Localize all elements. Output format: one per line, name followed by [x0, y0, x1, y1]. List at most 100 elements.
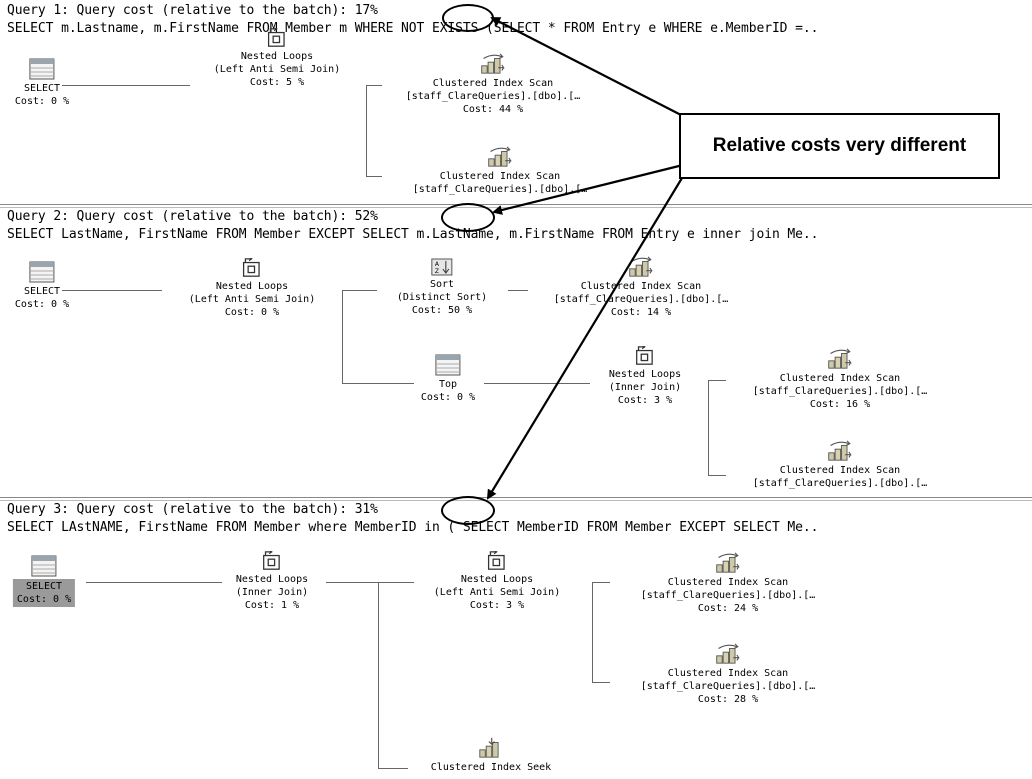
- cost-highlight-ellipse: [441, 496, 495, 525]
- node-label: Nested Loops: [215, 281, 289, 292]
- clustered-index-scan-node[interactable]: Clustered Index Scan [staff_ClareQueries…: [641, 552, 815, 615]
- clustered-index-scan-icon: [827, 440, 853, 462]
- connector: [326, 582, 414, 583]
- connector: [366, 85, 367, 176]
- connector: [342, 290, 343, 383]
- node-label: Clustered Index Scan: [667, 668, 789, 679]
- node-label: Nested Loops: [608, 369, 682, 380]
- node-detail: [staff_ClareQueries].[dbo].[…: [412, 184, 588, 195]
- node-detail: (Distinct Sort): [396, 292, 488, 303]
- node-cost: Cost: 0 %: [14, 299, 70, 310]
- query-1-header: Query 1: Query cost (relative to the bat…: [0, 0, 1032, 40]
- node-detail: [staff_ClareQueries].[dbo].[…: [553, 294, 729, 305]
- sort-node[interactable]: Sort (Distinct Sort) Cost: 50 %: [397, 258, 487, 317]
- node-cost: Cost: 3 %: [469, 600, 525, 611]
- node-cost: Cost: 50 %: [411, 305, 473, 316]
- sort-icon: [431, 258, 453, 276]
- connector: [708, 380, 709, 475]
- connector: [366, 176, 382, 177]
- clustered-index-scan-icon: [487, 146, 513, 168]
- clustered-index-scan-icon: [715, 552, 741, 574]
- query-1-cost-text: Query 1: Query cost (relative to the bat…: [7, 3, 378, 18]
- nested-loops-icon: [266, 28, 288, 48]
- node-label: Clustered Index Scan: [667, 577, 789, 588]
- node-label: Nested Loops: [240, 51, 314, 62]
- query-3-header: Query 3: Query cost (relative to the bat…: [0, 501, 1032, 541]
- node-label: Clustered Index Scan: [432, 78, 554, 89]
- node-cost: Cost: 1 %: [244, 600, 300, 611]
- connector: [592, 682, 610, 683]
- connector: [342, 290, 377, 291]
- node-label: Nested Loops: [235, 574, 309, 585]
- connector: [342, 383, 414, 384]
- node-cost: Cost: 0 %: [224, 307, 280, 318]
- node-label-block: SELECT Cost: 0 %: [12, 579, 76, 607]
- clustered-index-scan-node[interactable]: Clustered Index Scan [staff_ClareQueries…: [405, 53, 581, 116]
- node-detail: [staff_ClareQueries].[dbo].[…: [752, 386, 928, 397]
- nested-loops-icon: [634, 346, 656, 366]
- node-label: SELECT: [23, 83, 61, 94]
- query-3-sql: SELECT LAstNAME, FirstName FROM Member w…: [7, 520, 819, 535]
- node-cost: Cost: 16 %: [809, 399, 871, 410]
- annotation-callout: Relative costs very different: [679, 113, 1000, 179]
- select-icon: [29, 261, 55, 283]
- nested-loops-node[interactable]: Nested Loops (Inner Join) Cost: 3 %: [609, 346, 681, 407]
- node-label: Sort: [429, 279, 455, 290]
- clustered-index-scan-node[interactable]: Clustered Index Scan [staff_ClareQueries…: [412, 146, 588, 196]
- nested-loops-node[interactable]: Nested Loops (Left Anti Semi Join) Cost:…: [434, 551, 560, 612]
- node-label: Clustered Index Scan: [439, 171, 561, 182]
- node-cost: Cost: 0 %: [16, 594, 72, 605]
- connector: [592, 582, 610, 583]
- clustered-index-scan-icon: [628, 256, 654, 278]
- node-detail: (Inner Join): [235, 587, 309, 598]
- connector: [62, 290, 162, 291]
- clustered-index-scan-node[interactable]: Clustered Index Scan [staff_ClareQueries…: [752, 348, 928, 411]
- node-cost: Cost: 0 %: [14, 96, 70, 107]
- clustered-index-scan-icon: [715, 643, 741, 665]
- clustered-index-scan-node[interactable]: Clustered Index Scan [staff_ClareQueries…: [553, 256, 729, 319]
- node-cost: Cost: 14 %: [610, 307, 672, 318]
- nested-loops-icon: [486, 551, 508, 571]
- node-cost: Cost: 3 %: [617, 395, 673, 406]
- nested-loops-node[interactable]: Nested Loops (Left Anti Semi Join) Cost:…: [189, 258, 315, 319]
- node-cost: Cost: 0 %: [420, 392, 476, 403]
- node-label: Clustered Index Scan: [779, 465, 901, 476]
- node-label: Clustered Index Scan: [779, 373, 901, 384]
- cost-highlight-ellipse: [442, 4, 494, 32]
- node-detail: (Left Anti Semi Join): [188, 294, 316, 305]
- nested-loops-node[interactable]: Nested Loops (Inner Join) Cost: 1 %: [236, 551, 308, 612]
- top-node[interactable]: Top Cost: 0 %: [421, 354, 475, 404]
- select-node[interactable]: SELECT Cost: 0 %: [15, 58, 69, 108]
- connector: [484, 383, 590, 384]
- top-icon: [435, 354, 461, 376]
- select-node[interactable]: SELECT Cost: 0 %: [12, 555, 76, 607]
- node-detail: (Left Anti Semi Join): [433, 587, 561, 598]
- query-2-header: Query 2: Query cost (relative to the bat…: [0, 208, 1032, 248]
- query-3-cost-text: Query 3: Query cost (relative to the bat…: [7, 502, 378, 517]
- connector: [62, 85, 190, 86]
- cost-highlight-ellipse: [441, 203, 495, 232]
- clustered-index-seek-icon: [478, 737, 504, 759]
- nested-loops-icon: [261, 551, 283, 571]
- connector: [508, 290, 528, 291]
- clustered-index-scan-node[interactable]: Clustered Index Scan [staff_ClareQueries…: [640, 643, 816, 706]
- node-label: Nested Loops: [460, 574, 534, 585]
- clustered-index-scan-icon: [827, 348, 853, 370]
- connector: [708, 475, 726, 476]
- node-label: SELECT: [23, 286, 61, 297]
- select-icon: [31, 555, 57, 577]
- node-detail: [staff_ClareQueries].[dbo].[…: [752, 478, 928, 489]
- clustered-index-seek-node[interactable]: Clustered Index Seek: [431, 737, 551, 774]
- select-icon: [29, 58, 55, 80]
- node-detail: [staff_ClareQueries].[dbo].[…: [640, 681, 816, 692]
- select-node[interactable]: SELECT Cost: 0 %: [15, 261, 69, 311]
- query-1-sql: SELECT m.Lastname, m.FirstName FROM Memb…: [7, 21, 819, 36]
- connector: [366, 85, 382, 86]
- node-label: Clustered Index Scan: [580, 281, 702, 292]
- node-cost: Cost: 44 %: [462, 104, 524, 115]
- clustered-index-scan-node[interactable]: Clustered Index Scan [staff_ClareQueries…: [752, 440, 928, 490]
- node-label: Top: [438, 379, 458, 390]
- node-detail: (Left Anti Semi Join): [213, 64, 341, 75]
- nested-loops-node[interactable]: Nested Loops (Left Anti Semi Join) Cost:…: [214, 28, 340, 89]
- node-detail: [staff_ClareQueries].[dbo].[…: [405, 91, 581, 102]
